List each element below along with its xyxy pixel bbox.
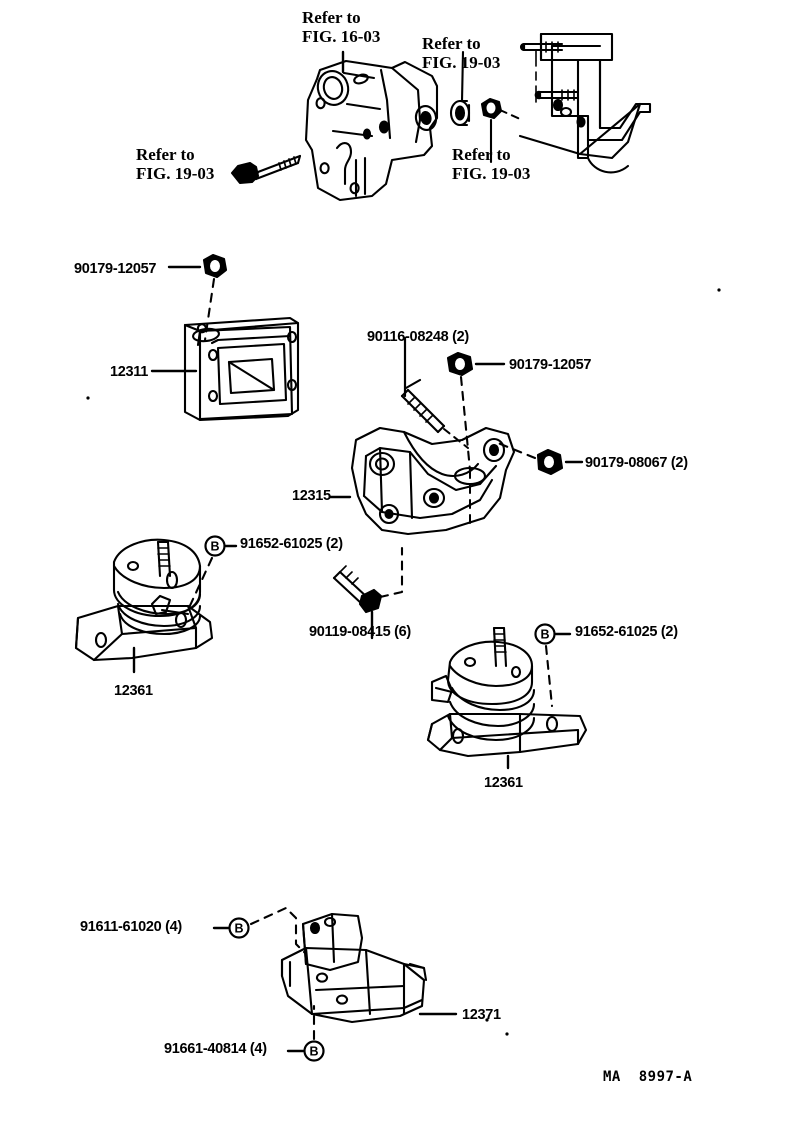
engine-mounting-bracket-12315 xyxy=(328,426,516,536)
engine-mounting-insulator-right xyxy=(426,626,588,770)
leader-91652-61025-right xyxy=(544,632,572,708)
nut-upper xyxy=(480,97,521,164)
engine-mounting-insulator-housing xyxy=(304,50,439,202)
leader-91611-61020 xyxy=(212,906,308,956)
scan-specks xyxy=(86,288,721,1036)
refer-fig-16-03-top-line1: Refer to xyxy=(302,8,361,27)
label-12361-left: 12361 xyxy=(114,683,153,699)
label-12315: 12315 xyxy=(292,488,331,504)
refer-fig-19-03-lower-line2: FIG. 19-03 xyxy=(452,164,531,184)
engine-mounting-bracket-12311 xyxy=(150,316,300,422)
refer-fig-19-03-left-line2: FIG. 19-03 xyxy=(136,164,215,184)
frame-side-bracket xyxy=(518,32,652,174)
nut-90179-12057-mid xyxy=(446,351,506,472)
refer-fig-19-03-lower-line1: Refer to xyxy=(452,145,511,164)
label-90179-12057-mid: 90179-12057 xyxy=(509,357,592,373)
leader-91652-61025-left xyxy=(186,544,238,612)
label-90116-08248: 90116-08248 (2) xyxy=(367,329,469,345)
label-12311: 12311 xyxy=(110,364,149,380)
refer-fig-16-03-top-line2: FIG. 16-03 xyxy=(302,27,381,47)
washer-upper xyxy=(449,50,471,127)
refer-fig-19-03-upper-line2: FIG. 19-03 xyxy=(422,53,501,73)
label-91652-61025-right: 91652-61025 (2) xyxy=(575,624,678,640)
engine-mounting-insulator-left xyxy=(74,538,214,674)
leader-91661-40814 xyxy=(286,1004,316,1053)
label-12371: 12371 xyxy=(462,1007,501,1023)
refer-fig-19-03-upper-line1: Refer to xyxy=(422,34,481,53)
engine-rear-mounting-member xyxy=(280,912,458,1024)
label-90179-12057-top: 90179-12057 xyxy=(74,261,157,277)
label-91661-40814: 91661-40814 (4) xyxy=(164,1041,267,1057)
footer-code: MA 8997-A xyxy=(603,1069,693,1085)
label-91611-61020: 91611-61020 (4) xyxy=(80,919,182,935)
label-12361-right: 12361 xyxy=(484,775,523,791)
label-90119-08415: 90119-08415 (6) xyxy=(309,624,411,640)
label-90179-08067: 90179-08067 (2) xyxy=(585,455,688,471)
bolt-90119-08415 xyxy=(332,546,404,640)
label-91652-61025-left: 91652-61025 (2) xyxy=(240,536,343,552)
bolt-upper-left xyxy=(230,154,302,185)
refer-fig-19-03-left-line1: Refer to xyxy=(136,145,195,164)
stud-bolt-90116-08248 xyxy=(400,336,469,449)
